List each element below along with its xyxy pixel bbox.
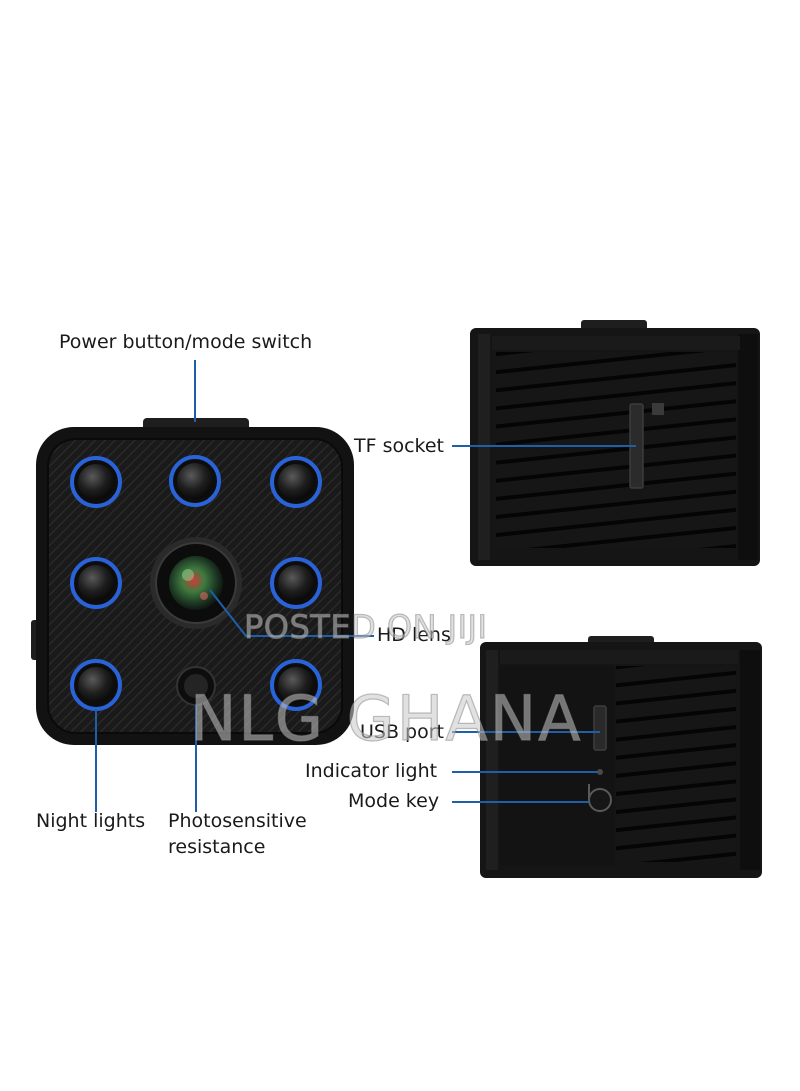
label-usb-port: USB port [360, 721, 444, 743]
label-photosensitive-line2: resistance [168, 836, 266, 858]
label-power-button: Power button/mode switch [59, 331, 313, 353]
night-light [70, 456, 122, 508]
night-light [270, 557, 322, 609]
callout-lens [209, 589, 374, 637]
night-light [70, 659, 122, 711]
label-mode-key: Mode key [348, 790, 440, 812]
label-hd-lens: HD lens [377, 624, 451, 646]
callout-lines [95, 360, 636, 812]
label-indicator-light: Indicator light [305, 760, 438, 782]
night-light [70, 557, 122, 609]
camera-front-view [31, 418, 354, 745]
side-bottom-vents [616, 666, 736, 862]
label-tf-socket: TF socket [354, 435, 445, 457]
night-light [270, 456, 322, 508]
label-photosensitive-line1: Photosensitive [168, 810, 307, 832]
night-light [270, 659, 322, 711]
photosensitive-resistor [176, 666, 216, 706]
night-light [169, 455, 221, 507]
camera-side-view-top [470, 320, 760, 566]
side-top-vents [496, 352, 736, 548]
hd-lens [150, 537, 242, 629]
usb-port [593, 705, 607, 751]
indicator-light-dot [597, 769, 603, 775]
label-night-lights: Night lights [36, 810, 146, 832]
night-lights-group [70, 455, 322, 711]
mode-key-button [588, 788, 612, 812]
camera-side-view-bottom [480, 636, 762, 878]
